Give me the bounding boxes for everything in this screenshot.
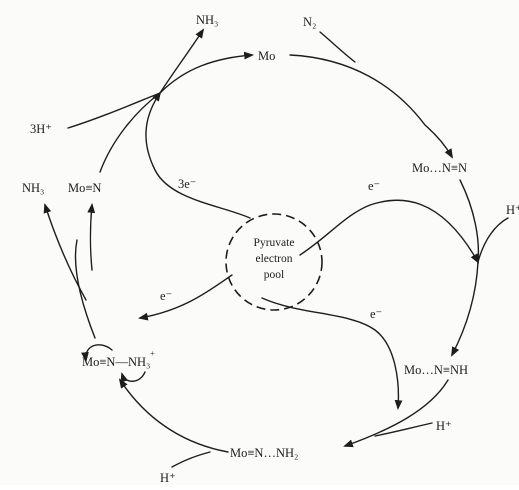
label-h-plus-right: H⁺ [436,419,452,433]
cycle-arc-left-lower [74,239,96,339]
label-mo-n2: Mo…N≡N [412,161,467,175]
label-e-lower-left: e⁻ [160,289,172,303]
pool-label-line3: pool [264,269,284,281]
label-3h-plus: 3H⁺ [30,122,52,136]
curly-arrow-bottom [120,371,146,383]
label-e-upper-right: e⁻ [368,179,380,193]
label-h-plus-top-right: H⁺ [506,203,519,217]
label-3e: 3e⁻ [178,177,196,191]
label-e-lower-right: e⁻ [370,307,382,321]
label-h-plus-bottom: H⁺ [160,471,176,485]
label-mo-nnh: Mo…N≡NH [404,363,468,377]
curly-arrow-left [81,344,113,362]
plus-charge: + [150,348,155,358]
pyruvate-electron-pool-circle [225,213,323,311]
label-mo-nnh2: Mo≡N…NH₂ [230,446,298,460]
n2-input-arrow [319,31,356,63]
label-nh3-top: NH₃ [196,13,218,27]
pool-label-line1: Pyruvate [254,237,295,249]
electron-curve-upper-right [299,199,479,264]
three-h-input-arrow [67,92,161,129]
cycle-arc-top-left [159,51,254,94]
cycle-arc-top-right [289,54,453,159]
nh3-left-branch [43,203,87,301]
label-n2: N₂ [303,15,316,29]
electron-curve-lower-left [138,274,233,321]
pool-label-line2: electron [255,253,292,265]
cycle-arc-left-top [99,92,161,173]
label-mo: Mo [258,49,275,63]
label-nh3-left: NH₃ [22,181,44,195]
h-top-right-input-arrow [477,217,509,263]
cycle-arc-bottom [118,378,229,453]
h-right-input-arrow [374,422,433,437]
h-bottom-input-arrow [171,451,211,468]
cycle-arc-left-upper [87,203,96,271]
cycle-arc-bottom-right [343,379,449,448]
cycle-arc-right [451,179,480,357]
label-mo-n-nh3: Mo≡N—NH₃ [82,355,150,369]
nh3-top-output-arrow [159,28,205,94]
electron-curve-lower-right [261,297,403,410]
electron-curve-3e [145,91,251,219]
label-mo-n: Mo≡N [68,181,101,195]
